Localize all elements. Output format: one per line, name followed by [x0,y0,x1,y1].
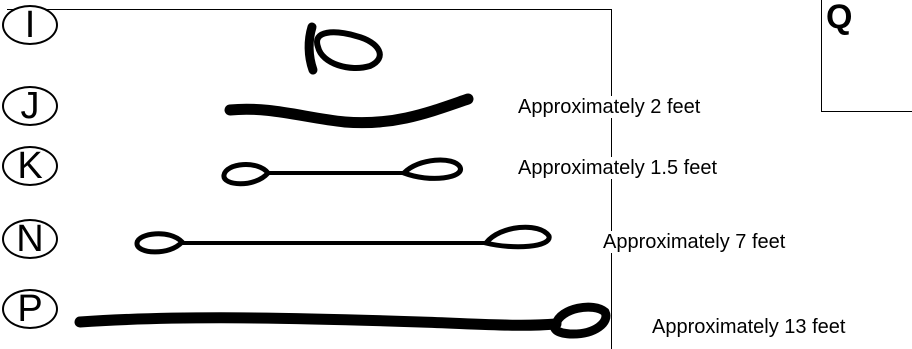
badge-n: N [2,219,58,259]
label-k: Approximately 1.5 feet [516,157,719,179]
label-p: Approximately 13 feet [650,316,847,338]
sling-j [230,99,468,123]
badge-i: I [2,5,58,45]
sling-n [137,227,549,252]
badge-p: P [2,289,58,329]
sling-p [80,307,606,334]
badge-j: J [2,86,58,126]
label-j: Approximately 2 feet [516,96,702,118]
badge-k: K [2,146,58,186]
sling-i [309,27,380,70]
label-n: Approximately 7 feet [601,231,787,253]
sling-k [224,160,461,184]
